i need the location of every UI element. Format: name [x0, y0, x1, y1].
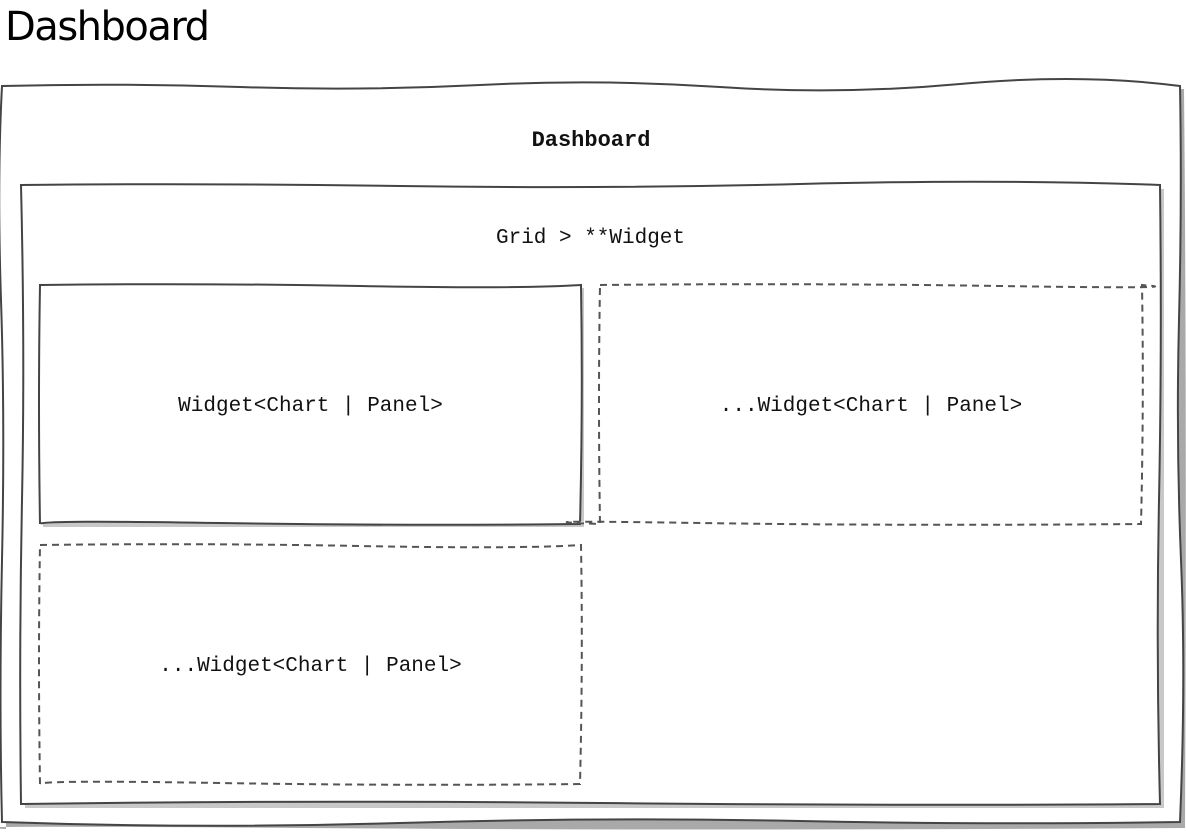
widget-box-3 — [38, 543, 583, 786]
page-title: Dashboard — [5, 4, 210, 50]
widget-box-2 — [565, 283, 1156, 526]
widget-label-1: Widget<Chart | Panel> — [178, 395, 443, 418]
widget-label-2: ...Widget<Chart | Panel> — [719, 395, 1023, 418]
widget-box-3-border — [38, 543, 583, 786]
dashboard-label: Dashboard — [531, 128, 651, 153]
grid-label: Grid > **Widget — [495, 227, 686, 250]
widget-box-1 — [38, 283, 584, 527]
widget-label-3: ...Widget<Chart | Panel> — [159, 655, 462, 678]
widget-box-2-border — [565, 283, 1156, 526]
